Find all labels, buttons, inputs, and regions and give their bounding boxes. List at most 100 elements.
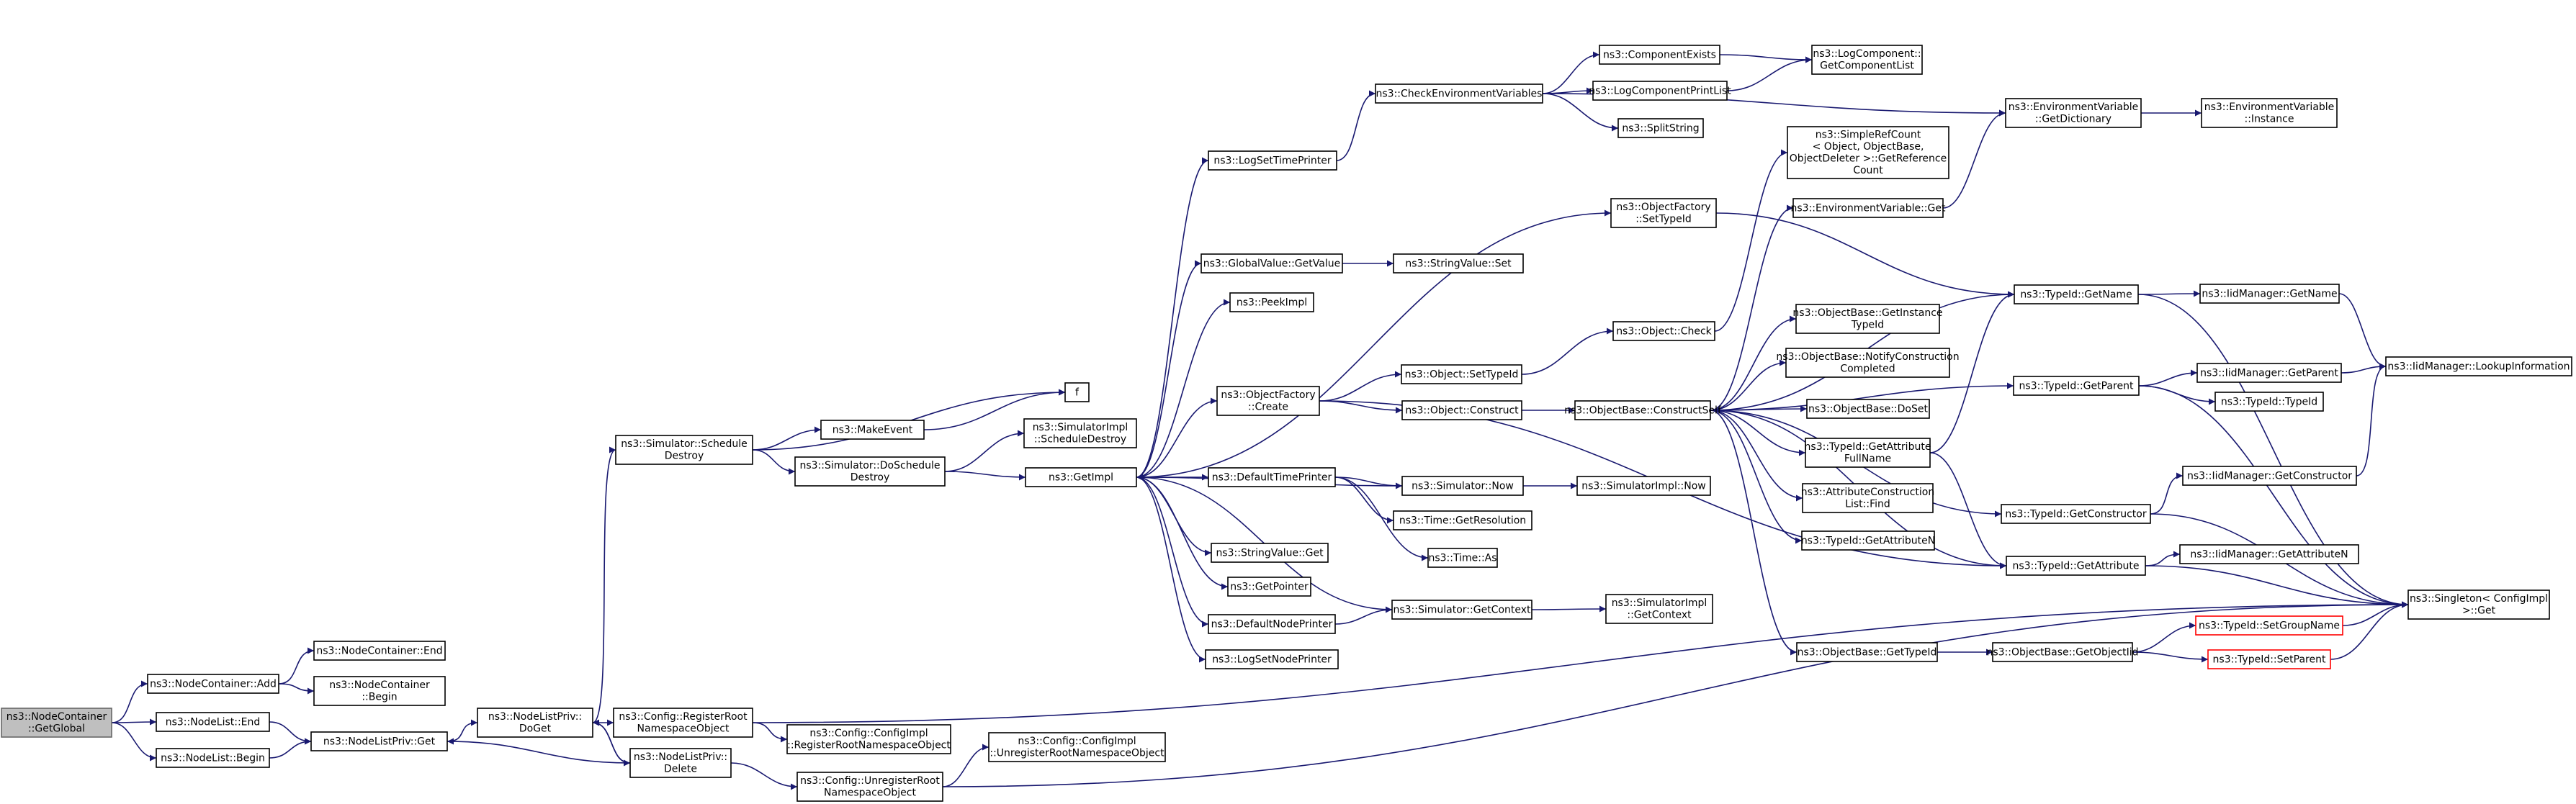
call-edge [752, 722, 788, 743]
call-edge [2145, 565, 2409, 608]
node-ob-notify[interactable]: ns3::ObjectBase::NotifyConstructionCompl… [1776, 348, 1960, 378]
node-ob-gettypeid[interactable]: ns3::ObjectBase::GetTypeId [1796, 642, 1938, 662]
node-iidm-getconstructor[interactable]: ns3::IidManager::GetConstructor [2182, 466, 2357, 486]
node-getpointer[interactable]: ns3::GetPointer [1227, 577, 1311, 597]
node-envvar-inst[interactable]: ns3::EnvironmentVariable::Instance [2201, 98, 2338, 128]
node-simimpl-now[interactable]: ns3::SimulatorImpl::Now [1576, 476, 1711, 496]
node-box [2214, 392, 2324, 412]
node-envvar-getdict[interactable]: ns3::EnvironmentVariable::GetDictionary [2005, 98, 2142, 128]
call-edge [1710, 359, 1787, 411]
node-nlp-delete[interactable]: ns3::NodeListPriv::Delete [629, 748, 732, 778]
node-makeevent[interactable]: ns3::MakeEvent [820, 420, 925, 440]
node-tid-getparent[interactable]: ns3::TypeId::GetParent [2013, 376, 2140, 396]
node-singleton-get[interactable]: ns3::Singleton< ConfigImpl>::Get [2407, 590, 2550, 620]
node-logsetnode[interactable]: ns3::LogSetNodePrinter [1205, 649, 1339, 669]
node-time-getres[interactable]: ns3::Time::GetResolution [1393, 510, 1532, 530]
node-cfgimpl-unreg[interactable]: ns3::Config::ConfigImpl::UnregisterRootN… [988, 732, 1166, 762]
node-nlp-doget[interactable]: ns3::NodeListPriv::DoGet [477, 708, 593, 738]
node-checkenv[interactable]: ns3::CheckEnvironmentVariables [1375, 83, 1543, 104]
node-obj-construct[interactable]: ns3::Object::Construct [1401, 400, 1522, 420]
call-edge [1726, 56, 1813, 91]
node-sv-set[interactable]: ns3::StringValue::Set [1393, 253, 1524, 274]
node-cfgimpl-reg[interactable]: ns3::Config::ConfigImpl::RegisterRootNam… [786, 724, 951, 754]
node-simimpl-getcontext[interactable]: ns3::SimulatorImpl::GetContext [1605, 594, 1713, 624]
node-label: ns3::StringValue::Get [1216, 547, 1324, 559]
node-cfg-unreg[interactable]: ns3::Config::UnregisterRootNamespaceObje… [796, 772, 943, 802]
node-box [1208, 467, 1336, 487]
node-ob-constructself[interactable]: ns3::ObjectBase::ConstructSelf [1564, 400, 1722, 420]
node-ob-doset[interactable]: ns3::ObjectBase::DoSet [1806, 399, 1930, 419]
node-label: NamespaceObject [637, 723, 730, 735]
node-of-create[interactable]: ns3::ObjectFactory::Create [1216, 386, 1320, 416]
node-tid-setgroupname[interactable]: ns3::TypeId::SetGroupName [2195, 615, 2343, 636]
call-edge [1710, 410, 1806, 456]
node-sv-get[interactable]: ns3::StringValue::Get [1211, 543, 1329, 563]
node-iidm-getattrn[interactable]: ns3::IidManager::GetAttributeN [2179, 544, 2359, 564]
node-simimpl-sched[interactable]: ns3::SimulatorImpl::ScheduleDestroy [1023, 418, 1137, 448]
node-box [310, 731, 448, 751]
node-tid-setparent[interactable]: ns3::TypeId::SetParent [2207, 649, 2331, 669]
node-obj-settypeid[interactable]: ns3::Object::SetTypeId [1401, 364, 1522, 384]
node-nc-begin[interactable]: ns3::NodeContainer::Begin [313, 676, 446, 706]
node-sim-now[interactable]: ns3::Simulator::Now [1401, 476, 1524, 496]
node-tid-getattribute[interactable]: ns3::TypeId::GetAttribute [2006, 556, 2146, 576]
node-logsettime[interactable]: ns3::LogSetTimePrinter [1208, 150, 1337, 171]
node-tid-getattrn[interactable]: ns3::TypeId::GetAttributeN [1801, 530, 1935, 551]
node-box [1787, 126, 1949, 179]
node-obj-check[interactable]: ns3::Object::Check [1612, 321, 1715, 341]
node-nlp-get[interactable]: ns3::NodeListPriv::Get [310, 731, 448, 751]
node-peekimpl[interactable]: ns3::PeekImpl [1229, 292, 1314, 312]
node-nl-begin[interactable]: ns3::NodeList::Begin [156, 748, 270, 768]
node-box [2182, 466, 2357, 486]
node-tid-getname[interactable]: ns3::TypeId::GetName [2014, 284, 2139, 304]
node-tid-getconstructor[interactable]: ns3::TypeId::GetConstructor [2001, 504, 2151, 524]
node-box [1576, 476, 1711, 496]
node-iidm-getname[interactable]: ns3::IidManager::GetName [2199, 284, 2340, 304]
node-of-settypeid[interactable]: ns3::ObjectFactory::SetTypeId [1610, 198, 1717, 228]
node-label: ns3::ComponentExists [1603, 49, 1716, 60]
node-envvar-get[interactable]: ns3::EnvironmentVariable::Get [1791, 198, 1946, 218]
node-logcompprint[interactable]: ns3::LogComponentPrintList [1589, 81, 1731, 101]
node-cfg-regroot[interactable]: ns3::Config::RegisterRootNamespaceObject [613, 708, 753, 738]
call-edge [1136, 260, 1202, 478]
call-edge [1521, 328, 1614, 375]
node-sim-getcontext[interactable]: ns3::Simulator::GetContext [1391, 600, 1532, 620]
node-gv-getvalue[interactable]: ns3::GlobalValue::GetValue [1201, 253, 1343, 274]
node-time-as[interactable]: ns3::Time::As [1427, 548, 1498, 568]
node-defaultnode[interactable]: ns3::DefaultNodePrinter [1208, 614, 1336, 634]
node-splitstring[interactable]: ns3::SplitString [1617, 118, 1704, 138]
node-compexists[interactable]: ns3::ComponentExists [1599, 45, 1720, 65]
node-label: >::Get [2462, 605, 2496, 617]
node-label: ns3::Config::ConfigImpl [1018, 736, 1136, 747]
node-label: ns3::TypeId::SetParent [2213, 654, 2326, 665]
node-label: ns3::NodeContainer [6, 711, 107, 723]
node-nl-end[interactable]: ns3::NodeList::End [156, 712, 270, 732]
node-getglobal[interactable]: ns3::NodeContainer::GetGlobal [1, 708, 112, 738]
node-box [477, 708, 593, 738]
node-defaulttime[interactable]: ns3::DefaultTimePrinter [1208, 467, 1336, 487]
node-srcount[interactable]: ns3::SimpleRefCount< Object, ObjectBase,… [1787, 126, 1949, 179]
node-nc-add[interactable]: ns3::NodeContainer::Add [147, 674, 279, 694]
node-tid-typeid[interactable]: ns3::TypeId::TypeId [2214, 392, 2324, 412]
node-f[interactable]: f [1064, 382, 1090, 402]
node-label: ns3::ObjectBase::GetObjectIid [1986, 646, 2138, 658]
node-label: ns3::EnvironmentVariable::Get [1791, 202, 1946, 214]
node-ob-getobjtid[interactable]: ns3::ObjectBase::GetObjectIid [1986, 642, 2139, 662]
node-label: ObjectDeleter >::GetReference [1790, 153, 1947, 165]
node-label: ns3::SimpleRefCount [1816, 130, 1921, 141]
node-iidm-getparent[interactable]: ns3::IidManager::GetParent [2196, 363, 2342, 383]
call-edge [278, 647, 315, 685]
node-logcomp-getlist[interactable]: ns3::LogComponent::GetComponentList [1811, 45, 1923, 75]
node-sim-sched[interactable]: ns3::Simulator::ScheduleDestroy [615, 435, 753, 465]
node-getimpl[interactable]: ns3::GetImpl [1025, 467, 1137, 487]
node-nc-end[interactable]: ns3::NodeContainer::End [313, 641, 446, 661]
call-edge [1334, 476, 1394, 524]
node-iidm-lookup[interactable]: ns3::IidManager::LookupInformation [2385, 356, 2572, 376]
node-label: ns3::ObjectFactory [1616, 202, 1710, 213]
call-edge [1136, 299, 1231, 478]
call-edge [2145, 551, 2181, 566]
